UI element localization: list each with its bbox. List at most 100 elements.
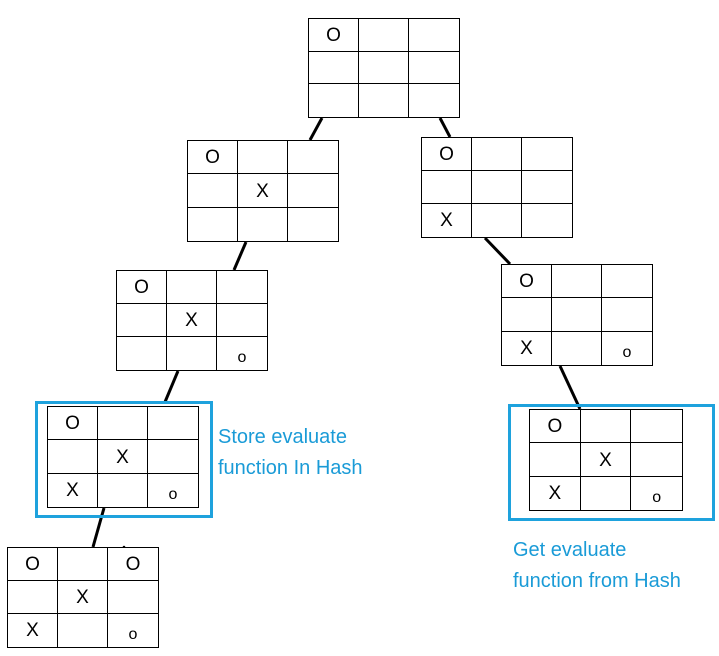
board-cell	[602, 265, 652, 299]
board-cell: O	[188, 141, 238, 175]
board-cell	[359, 19, 409, 52]
edge-root-l1	[308, 117, 324, 141]
board-cell: X	[167, 304, 217, 337]
board-cell: o	[602, 332, 652, 365]
cell-mark: O	[326, 25, 341, 47]
board-cell	[148, 407, 198, 441]
board-cell	[522, 138, 572, 171]
board-cell: o	[108, 614, 158, 647]
board-cell	[117, 337, 167, 370]
annotation-get-line2: function from Hash	[513, 570, 681, 592]
board-cell: X	[8, 614, 58, 647]
board-cell: X	[98, 440, 148, 474]
cell-mark: o	[237, 349, 247, 367]
board-cell	[188, 174, 238, 208]
edge-r1-r2	[483, 236, 512, 266]
board-cell: o	[631, 477, 682, 510]
cell-mark: O	[547, 416, 563, 438]
board-cell	[472, 171, 522, 204]
cell-mark: X	[548, 482, 562, 504]
board-cell	[167, 271, 217, 304]
board-cell: X	[580, 443, 632, 477]
board-cell	[238, 141, 288, 175]
board-cell	[117, 304, 167, 337]
cell-mark: o	[652, 488, 662, 506]
cell-mark: O	[439, 144, 454, 166]
board-cell	[48, 440, 98, 474]
board-cell	[108, 581, 158, 614]
board-cell	[8, 581, 58, 614]
board-cell	[288, 208, 338, 241]
board-cell	[530, 443, 581, 477]
cell-mark: o	[128, 626, 138, 644]
cell-mark: O	[519, 271, 534, 293]
board-cell	[167, 337, 217, 370]
board-cell	[552, 298, 602, 332]
board-cell	[631, 410, 682, 444]
board-cell: O	[502, 265, 552, 299]
cell-mark: o	[622, 343, 632, 361]
cell-mark: X	[26, 620, 39, 642]
cell-mark: X	[185, 310, 198, 332]
cell-mark: O	[205, 147, 220, 169]
board-cell	[58, 614, 108, 647]
board-cell: X	[238, 174, 288, 208]
board-root: O	[308, 18, 460, 118]
board-cell: X	[422, 204, 472, 237]
board-cell	[359, 84, 409, 117]
edge-l3-l4	[91, 507, 106, 548]
board-cell	[238, 207, 288, 241]
highlight-box-store	[35, 401, 213, 518]
annotation-store-line2: function In Hash	[218, 457, 363, 479]
cell-mark: X	[440, 210, 453, 232]
board-cell	[309, 84, 359, 117]
board-cell	[552, 331, 602, 365]
annotation-get: Get evaluate function from Hash	[513, 535, 681, 597]
edge-r2-r3	[558, 365, 582, 410]
board-cell: X	[58, 581, 108, 614]
annotation-get-line1: Get evaluate	[513, 539, 627, 561]
board-cell	[631, 443, 682, 477]
board-cell	[188, 207, 238, 241]
board-cell	[98, 407, 148, 441]
board-cell: O	[108, 548, 158, 581]
board-cell: O	[422, 138, 472, 171]
cell-mark: O	[134, 277, 149, 299]
edge-l2-l3	[163, 370, 180, 403]
board-cell	[58, 548, 108, 581]
cell-mark: X	[599, 449, 612, 471]
cell-mark: X	[116, 446, 129, 468]
board-cell: O	[48, 407, 98, 441]
cell-mark: X	[256, 180, 269, 202]
board-cell: O	[530, 410, 581, 444]
highlight-box-get	[508, 404, 715, 521]
board-cell	[502, 298, 552, 332]
board-cell: o	[217, 337, 267, 370]
board-cell: X	[48, 473, 98, 507]
board-cell	[359, 51, 409, 85]
board-cell	[217, 271, 267, 304]
board-cell: X	[502, 331, 552, 365]
board-cell: o	[148, 474, 198, 507]
board-cell	[522, 171, 572, 204]
board-cell	[288, 174, 338, 208]
board-cell	[552, 265, 602, 299]
cell-mark: O	[125, 554, 141, 576]
board-cell	[422, 171, 472, 204]
board-cell	[148, 440, 198, 474]
board-cell	[217, 304, 267, 337]
board-cell	[602, 298, 652, 332]
cell-mark: X	[76, 587, 89, 609]
cell-mark: O	[65, 413, 80, 435]
cell-mark: O	[25, 554, 40, 576]
board-cell	[409, 84, 459, 117]
cell-mark: X	[66, 479, 79, 501]
cell-mark: X	[520, 337, 533, 359]
edge-root-r1	[438, 117, 452, 138]
board-cell: O	[117, 271, 167, 304]
